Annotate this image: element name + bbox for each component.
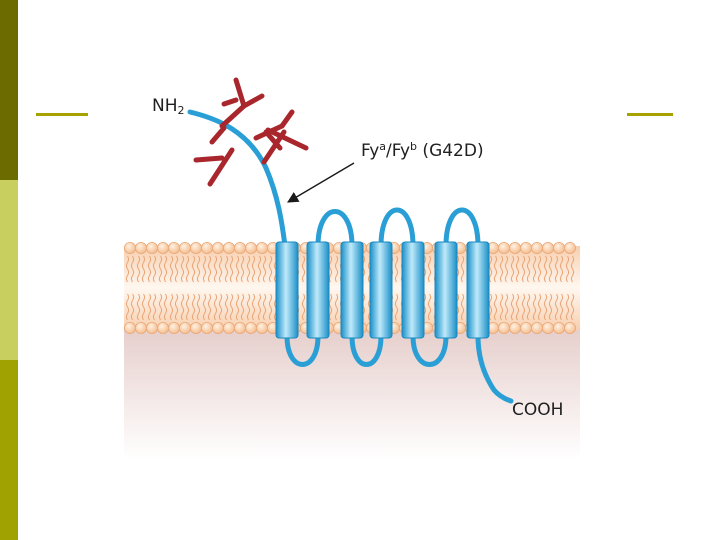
transmembrane-helices — [276, 242, 489, 338]
lipid-head — [531, 322, 542, 333]
n-terminus-label: NH2 — [152, 96, 185, 117]
lipid-head — [509, 242, 520, 253]
lipid-head — [245, 242, 256, 253]
lipid-head — [234, 242, 245, 253]
lipid-head — [553, 322, 564, 333]
lipid-head — [542, 242, 553, 253]
lipid-head — [168, 242, 179, 253]
helix-6 — [435, 242, 457, 338]
lipid-head — [201, 242, 212, 253]
lipid-head — [498, 322, 509, 333]
lipid-head — [124, 242, 135, 253]
lipid-head — [542, 322, 553, 333]
helix-2 — [307, 242, 329, 338]
helix-1 — [276, 242, 298, 338]
lipid-head — [179, 242, 190, 253]
helix-7 — [467, 242, 489, 338]
lipid-head — [256, 242, 267, 253]
lipid-head — [212, 242, 223, 253]
lipid-head — [564, 322, 575, 333]
lipid-head — [146, 242, 157, 253]
lipid-head — [234, 322, 245, 333]
extracellular-loop-3 — [446, 210, 478, 246]
glycan-sites — [196, 80, 306, 184]
c-terminus-label: COOH — [512, 400, 563, 420]
lipid-head — [520, 322, 531, 333]
lipid-head — [190, 322, 201, 333]
lipid-head — [157, 242, 168, 253]
lipid-head — [201, 322, 212, 333]
lipid-head — [553, 242, 564, 253]
helix-3 — [341, 242, 363, 338]
lipid-head — [168, 322, 179, 333]
helix-4 — [370, 242, 392, 338]
lipid-head — [135, 322, 146, 333]
lipid-head — [223, 242, 234, 253]
variant-pointer-arrow — [288, 163, 354, 202]
variant-label: Fya/Fyb (G42D) — [361, 140, 484, 161]
lipid-head — [179, 322, 190, 333]
lipid-head — [498, 242, 509, 253]
lipid-head — [509, 322, 520, 333]
lipid-head — [146, 322, 157, 333]
lipid-head — [135, 242, 146, 253]
lipid-head — [531, 242, 542, 253]
helix-5 — [402, 242, 424, 338]
lipid-head — [212, 322, 223, 333]
lipid-head — [124, 322, 135, 333]
extracellular-loop-2 — [381, 210, 413, 246]
lipid-head — [223, 322, 234, 333]
lipid-head — [520, 242, 531, 253]
lipid-head — [157, 322, 168, 333]
lipid-head — [564, 242, 575, 253]
extracellular-loop-1 — [318, 212, 352, 247]
lipid-head — [256, 322, 267, 333]
lipid-head — [190, 242, 201, 253]
lipid-head — [245, 322, 256, 333]
